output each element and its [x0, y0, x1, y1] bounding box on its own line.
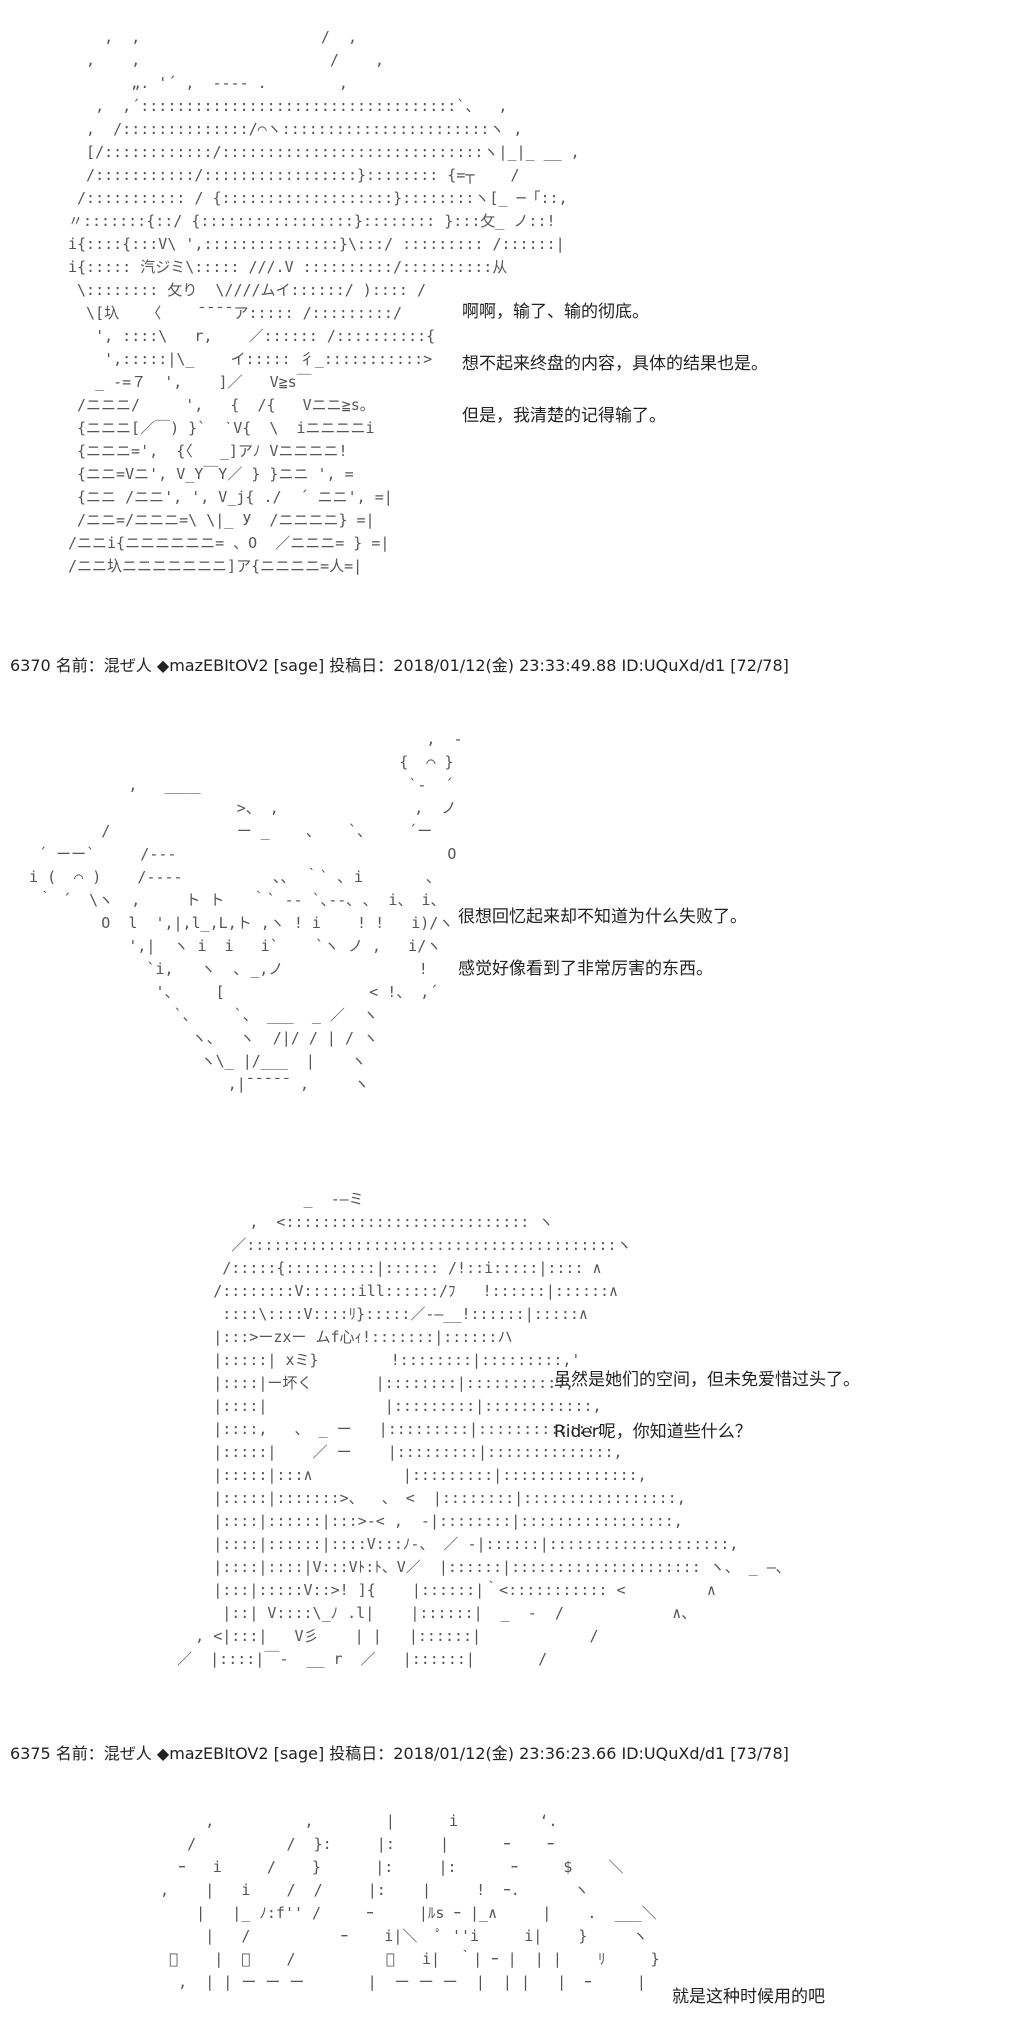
dialogue-line: 虽然是她们的空间，但未免爱惜过头了。: [554, 1370, 860, 1390]
ascii-art-character: , , | i ‘. / / }: |: | ｰ ｰ ｰ i / } |: |:…: [160, 1812, 660, 1991]
post-header: 6370 名前：混ぜ人 ◆mazEBItOV2 [sage] 投稿日：2018/…: [10, 656, 789, 675]
dialogue-line: Rider呢，你知道些什么？: [554, 1422, 752, 1442]
dialogue-box: 虽然是她们的空间，但未免爱惜过头了。 Rider呢，你知道些什么？: [554, 1365, 860, 1469]
dialogue-box: 就是这种时候用的吧: [672, 1982, 825, 2034]
dialogue-box: 很想回忆起来却不知道为什么失败了。 感觉好像看到了非常厉害的东西。: [458, 902, 747, 1006]
ascii-art-character: _ -―ミ , <::::::::::::::::::::::::::: ヽ ／…: [177, 1190, 784, 1668]
post-header: 6375 名前：混ぜ人 ◆mazEBItOV2 [sage] 投稿日：2018/…: [10, 1744, 789, 1763]
post-section-1: , , / , , , / , „. '´ , -‐-- . , , ,´:::…: [0, 0, 1020, 675]
ascii-art-character: , , / , , , / , „. '´ , -‐-- . , , ,´:::…: [68, 28, 580, 575]
dialogue-line: 就是这种时候用的吧: [672, 1987, 825, 2007]
dialogue-line: 但是，我清楚的记得输了。: [462, 406, 666, 426]
dialogue-line: 感觉好像看到了非常厉害的东西。: [458, 959, 713, 979]
dialogue-line: 想不起来终盘的内容，具体的结果也是。: [462, 354, 768, 374]
dialogue-box: 啊啊，输了、输的彻底。 想不起来终盘的内容，具体的结果也是。 但是，我清楚的记得…: [462, 297, 768, 453]
dialogue-line: 啊啊，输了、输的彻底。: [462, 302, 649, 322]
ascii-art-character: , - { ⌒ } , ____ `- ´ >、 , , ノ / ー _ 、 `…: [29, 730, 463, 1093]
dialogue-line: 很想回忆起来却不知道为什么失败了。: [458, 907, 747, 927]
